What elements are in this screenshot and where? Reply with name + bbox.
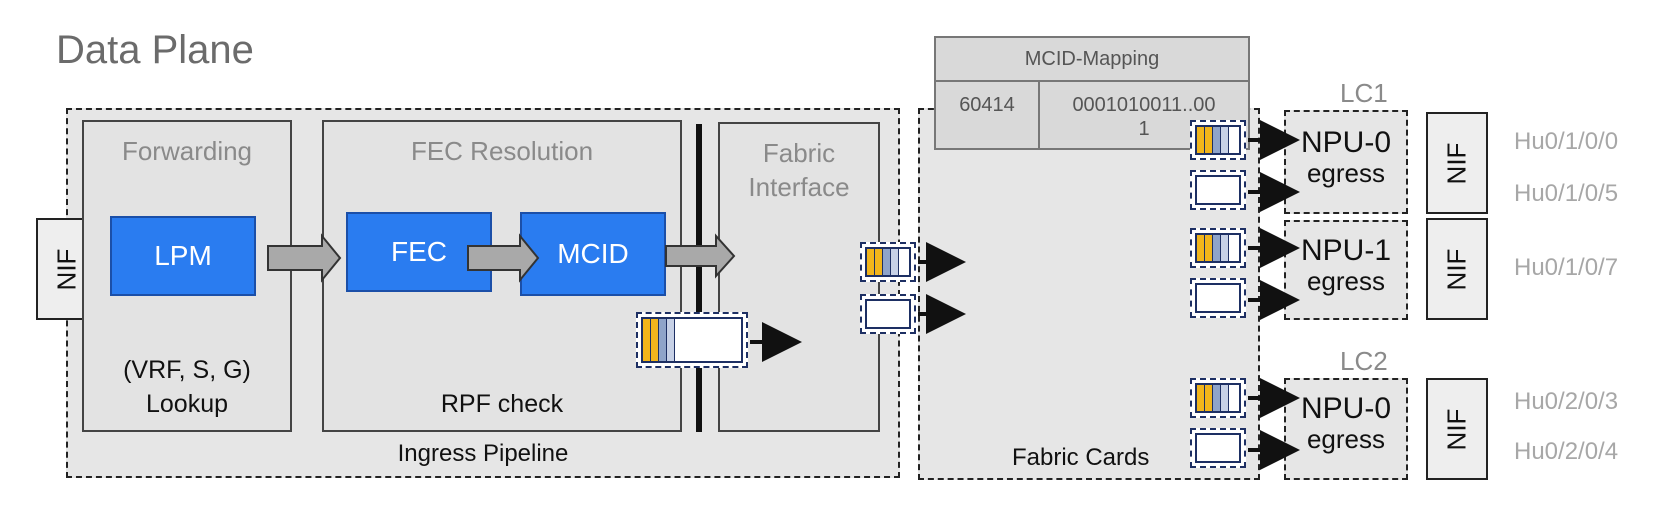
port-label: Hu0/1/0/5	[1514, 180, 1619, 207]
lpm-block: LPM	[110, 216, 256, 296]
forwarding-title: Forwarding	[121, 136, 253, 166]
mcid-mapping-key: 60414	[959, 94, 1015, 116]
lc2-npu0-box	[1284, 378, 1408, 480]
packet-lc2-npu0-b	[1190, 428, 1246, 468]
packet-lc1-npu1-a	[1190, 228, 1246, 268]
lc2-label: LC2	[1340, 346, 1388, 376]
arrow-fec-to-mcid	[467, 233, 540, 283]
lc1-npu0-label: NPU-0 egress	[1284, 126, 1408, 188]
port-label: Hu0/2/0/3	[1514, 388, 1619, 415]
packet-fabric-in-1	[860, 242, 916, 282]
arrow-mcid-to-fabric	[665, 233, 736, 279]
mcid-block: MCID	[520, 212, 666, 296]
rpf-check-label: RPF check	[440, 390, 564, 418]
lc1-npu0-box	[1284, 110, 1408, 214]
mcid-mapping-value-1: 0001010011..00	[1072, 94, 1216, 116]
lc1-npu1-box	[1284, 220, 1408, 320]
lc1-npu1-name: NPU-1	[1300, 234, 1391, 267]
ingress-pipeline-label: Ingress Pipeline	[397, 440, 569, 467]
fabric-interface-title-2: Interface	[748, 172, 850, 202]
mcid-mapping-col-line	[1038, 80, 1040, 148]
lc2-npu0-name: NPU-0	[1300, 392, 1391, 425]
lc2-npu0-sub: egress	[1306, 424, 1386, 454]
lc1-label: LC1	[1340, 78, 1388, 108]
nif-lc2-npu0: NIF	[1426, 378, 1488, 480]
mcid-mapping-header: MCID-Mapping	[1024, 48, 1160, 70]
lc2-npu0-label: NPU-0 egress	[1284, 392, 1408, 454]
packet-pipeline	[636, 312, 748, 368]
forwarding-sub2: Lookup	[145, 390, 229, 418]
arrow-lpm-to-fec	[267, 233, 342, 283]
packet-lc1-npu0-a	[1190, 120, 1246, 160]
nif-lc1-npu0: NIF	[1426, 112, 1488, 214]
lc1-npu1-sub: egress	[1306, 266, 1386, 296]
mcid-mapping-value-2: 1	[1138, 118, 1150, 140]
packet-lc1-npu1-b	[1190, 278, 1246, 318]
port-label: Hu0/2/0/4	[1514, 438, 1619, 465]
packet-fabric-in-2	[860, 294, 916, 334]
fabric-interface-title-1: Fabric	[762, 138, 836, 168]
port-label: Hu0/1/0/7	[1514, 254, 1619, 281]
packet-lc1-npu0-b	[1190, 170, 1246, 210]
packet-lc2-npu0-a	[1190, 378, 1246, 418]
fec-resolution-title: FEC Resolution	[410, 136, 594, 166]
lc1-npu0-sub: egress	[1306, 158, 1386, 188]
lc1-npu0-name: NPU-0	[1300, 126, 1391, 159]
pipeline-divider	[696, 124, 702, 432]
mcid-mapping-header-line	[936, 80, 1248, 82]
lc1-npu1-label: NPU-1 egress	[1284, 234, 1408, 296]
forwarding-sub1: (VRF, S, G)	[123, 356, 251, 384]
nif-lc1-npu1: NIF	[1426, 218, 1488, 320]
port-label: Hu0/1/0/0	[1514, 128, 1619, 155]
page-title: Data Plane	[56, 28, 254, 72]
fabric-cards-label: Fabric Cards	[1012, 444, 1150, 471]
